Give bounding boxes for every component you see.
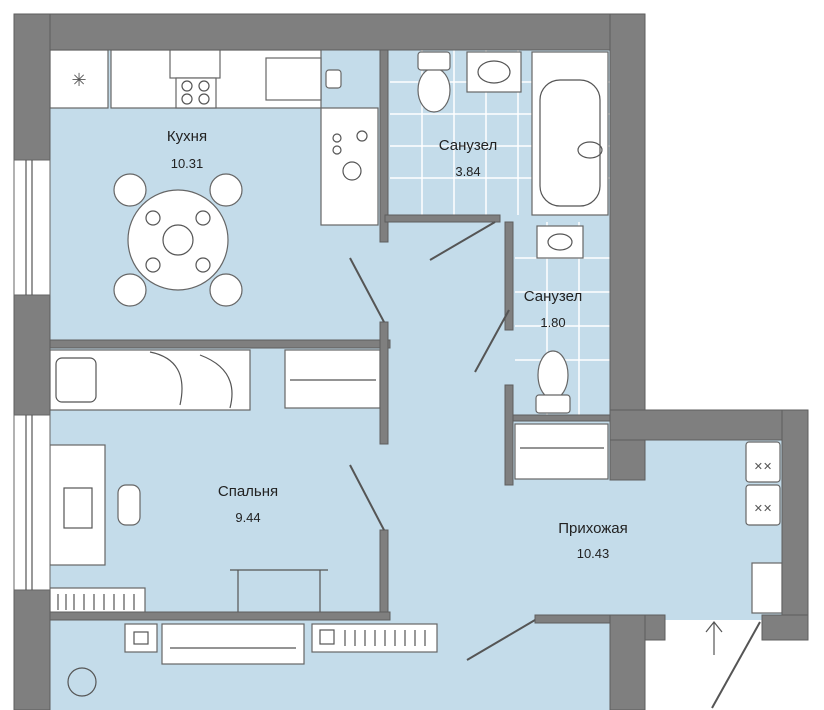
walls: [13, 13, 809, 710]
doors: [349, 221, 761, 709]
bathtub: [531, 51, 609, 216]
room-name: Прихожая: [558, 520, 628, 537]
room-area: 9.44: [235, 510, 260, 525]
washbasin-small: [536, 225, 584, 259]
shoe-rack: [751, 562, 783, 614]
windows: [13, 159, 51, 591]
room-area: 10.43: [577, 546, 610, 561]
entrance-door: [711, 621, 761, 709]
bathroom-door: [429, 221, 496, 261]
chair: [113, 173, 147, 207]
tv-stand: [161, 623, 305, 665]
bed: [49, 349, 251, 411]
hall-furniture: ✕✕ ✕✕: [514, 423, 783, 614]
fridge: [49, 49, 109, 109]
svg-text:✕✕: ✕✕: [754, 461, 772, 473]
entrance-arrow-icon: [705, 621, 723, 655]
sink: [265, 57, 322, 101]
bathroom-tiles: [390, 50, 610, 415]
ottoman: [745, 441, 781, 483]
stove: [175, 77, 217, 109]
hall-wardrobe: [514, 423, 609, 480]
svg-text:✕✕: ✕✕: [754, 503, 772, 515]
room-name: Санузел: [439, 137, 497, 154]
room-area: 10.31: [171, 156, 204, 171]
bathroom-fixtures: [417, 51, 609, 414]
dining-table: [127, 189, 229, 291]
plant: [67, 667, 97, 697]
room-area: 1.80: [540, 315, 565, 330]
counter-side: [320, 107, 379, 226]
desk: [49, 444, 106, 566]
kitchen-door: [349, 257, 385, 323]
living-furniture: [67, 623, 438, 697]
washbasin: [466, 51, 522, 93]
chair: [113, 273, 147, 307]
room-name: Спальня: [218, 483, 278, 500]
room-labels: Кухня 10.31 Санузел 3.84 Санузел 1.80 Сп…: [167, 128, 628, 561]
room-name: Кухня: [167, 128, 207, 145]
range-hood: [169, 49, 221, 79]
wardrobe: [284, 349, 381, 409]
chair: [209, 173, 243, 207]
chair: [209, 273, 243, 307]
wc-door: [474, 309, 510, 373]
snowflake-icon: ✳: [71, 70, 86, 90]
room-area: 3.84: [455, 164, 480, 179]
room-name: Санузел: [524, 288, 582, 305]
bedroom-door: [349, 464, 385, 531]
ottoman: [745, 484, 781, 526]
living-door: [466, 619, 536, 661]
desk-chair: [117, 484, 141, 526]
toilet-small: [537, 350, 569, 400]
toilet: [417, 67, 451, 113]
